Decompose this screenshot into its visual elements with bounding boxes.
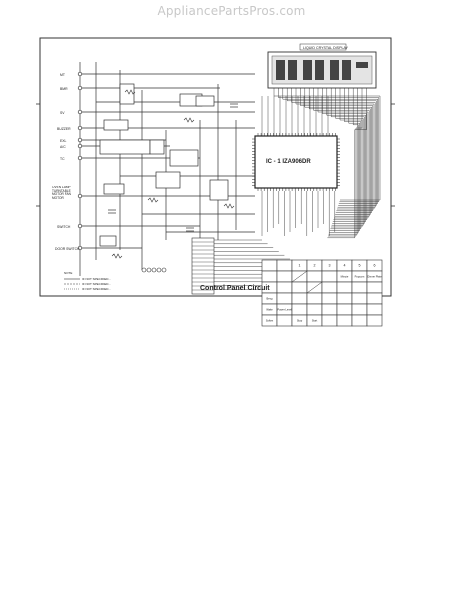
label-door-switch: DOOR SWITCH: [55, 247, 80, 251]
bus-wire: [322, 88, 368, 221]
label-ac: A/C: [60, 145, 66, 149]
keypad-cell: [276, 259, 293, 272]
components: [99, 83, 229, 247]
keypad-cell: [351, 314, 368, 327]
keypad-cell: [351, 292, 368, 305]
bus-wire: [317, 88, 369, 219]
keypad-key-label: Soften: [266, 319, 274, 323]
left-labels: MT BMR SV BUZZER EXL A/C TC SWITCH DOOR …: [55, 73, 80, 251]
keypad-cell: [321, 303, 338, 316]
ic-label: IC - 1 IZA906DR: [266, 159, 311, 165]
keypad-cell: [366, 314, 383, 327]
keypad-key-label: 1: [299, 264, 301, 268]
keypad-cell: [321, 292, 338, 305]
left-terminals: [77, 71, 83, 251]
bus-wire: [331, 88, 364, 226]
keypad-cell: [366, 281, 383, 294]
left-connections: [80, 73, 255, 249]
bottom-connector: [141, 267, 167, 273]
keypad-key-label: 5: [359, 264, 361, 268]
label-mt: MT: [60, 73, 65, 77]
bus-wire: [308, 88, 371, 215]
keypad-cell: [276, 281, 293, 294]
keypad-key-label: 6: [374, 264, 376, 268]
bus-wire: [295, 88, 375, 210]
keypad-cell: [321, 270, 338, 283]
watermark-text: AppliancePartsPros.com: [157, 4, 306, 18]
keypad-connector-rows: [192, 241, 214, 291]
keypad-key-label: Start: [312, 319, 318, 323]
keypad-key-label: 3: [329, 264, 331, 268]
bus-wire: [282, 88, 378, 204]
display-label: LIQUID CRYSTAL DISPLAY: [303, 46, 349, 50]
label-bmr: BMR: [60, 87, 68, 91]
bus-wire: [291, 88, 376, 208]
bus-wire: [329, 88, 360, 231]
note-line-3: IF NOT SPECIFIED...: [82, 287, 111, 291]
keypad-cell: [351, 303, 368, 316]
note-line-2: IF NOT SPECIFIED...: [82, 282, 111, 286]
label-tc: TC: [60, 157, 65, 161]
keypad-cell: [336, 303, 353, 316]
diagram-caption: Control Panel Circuit: [200, 285, 270, 292]
keypad-cell: [261, 259, 278, 272]
keypad-cell: [306, 292, 323, 305]
label-oven-lamp: OVEN LAMP TURNTABLE MOTOR FAN MOTOR: [52, 186, 71, 200]
display-bus-lines: [261, 88, 381, 239]
keypad-cell: [321, 281, 338, 294]
bus-wire: [328, 88, 358, 235]
label-exl: EXL: [60, 139, 67, 143]
bus-wire: [330, 88, 362, 230]
keypad-cell: [306, 303, 323, 316]
keypad-cell: [276, 314, 293, 327]
caps: [108, 103, 238, 232]
keypad-key-label: 2: [314, 264, 316, 268]
keypad-cell: [291, 303, 308, 316]
label-buzzer: BUZZER: [57, 127, 71, 131]
bus-wire: [313, 88, 370, 217]
keypad-cell: [336, 314, 353, 327]
bus-wire: [286, 88, 377, 206]
bus-wire: [327, 88, 367, 239]
main-ic: [252, 133, 340, 191]
drawing-frame: [39, 37, 392, 297]
keypad-cell: [321, 314, 338, 327]
keypad-cell: [336, 292, 353, 305]
keypad-cell: [276, 270, 293, 283]
wire: [306, 281, 323, 294]
keypad-key-label: Wake: [266, 308, 273, 312]
lcd-display: [267, 43, 377, 89]
frame-ticks: [36, 103, 395, 207]
keypad-key-label: Dinner Plate: [367, 275, 382, 279]
keypad-cell: [306, 270, 323, 283]
label-switch: SWITCH: [57, 225, 71, 229]
keypad-cell: [291, 292, 308, 305]
wire: [291, 270, 308, 283]
keypad-cell: [336, 281, 353, 294]
keypad-cell: [351, 281, 368, 294]
keypad-key-label: Popcorn: [355, 275, 365, 279]
keypad-cell: [276, 292, 293, 305]
bus-wire: [328, 88, 363, 237]
keypad-cell: [366, 292, 383, 305]
label-sv: SV: [60, 111, 65, 115]
keypad-key-label: Bevg: [267, 297, 273, 301]
resistor-marks: [111, 89, 235, 259]
keypad-key-label: Power Level: [277, 308, 292, 312]
keypad-cell: [366, 303, 383, 316]
bus-wire: [330, 88, 365, 224]
keypad-key-label: 4: [344, 264, 346, 268]
note-title: NOTE: [64, 271, 72, 275]
notes-legend: NOTE IF NOT SPECIFIED... IF NOT SPECIFIE…: [64, 271, 111, 291]
keypad-key-label: Stop: [297, 319, 303, 323]
keypad-cell: [261, 270, 278, 283]
keypad-cell: [291, 281, 308, 294]
note-line-1: IF NOT SPECIFIED...: [82, 277, 111, 281]
keypad-key-label: Minute: [341, 275, 349, 279]
bus-wire: [329, 88, 359, 233]
